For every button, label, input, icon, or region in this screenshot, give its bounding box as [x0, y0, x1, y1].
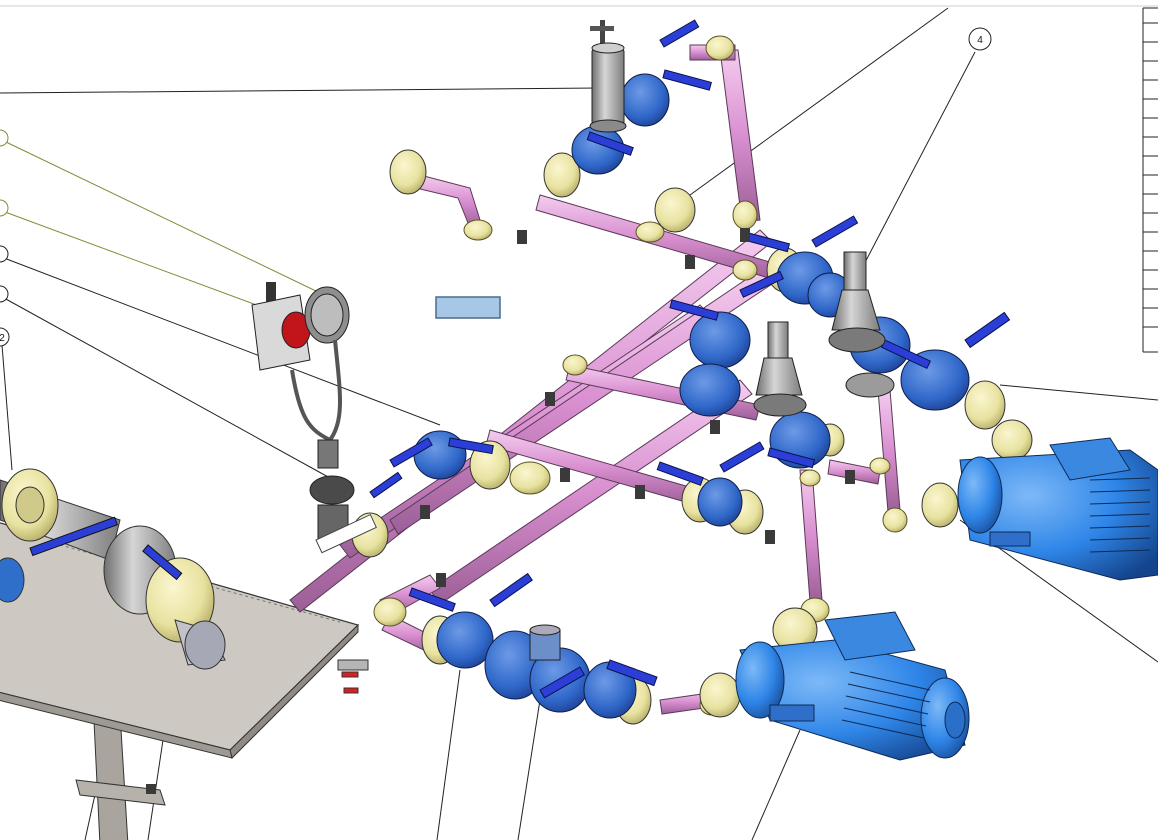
balloon-4-label: 4: [977, 35, 983, 46]
ball-valves: [413, 73, 970, 719]
motor-upper: [957, 437, 1158, 581]
valve-handles: [369, 19, 1011, 699]
pipe-fittings: [373, 35, 908, 716]
relief-valve-right: [828, 251, 895, 398]
strainer: [529, 624, 561, 661]
balloon-2: 2: [0, 327, 10, 347]
balloon-4: 4: [968, 27, 992, 51]
balloon-2-label: 2: [0, 333, 5, 344]
relief-valve-middle: [753, 321, 807, 417]
pressure-gauge-assembly: [251, 282, 377, 554]
pipe-supports: [146, 228, 855, 794]
inlet-assembly: [0, 468, 226, 670]
bom-table: [1142, 7, 1158, 353]
annotation-box: [435, 296, 501, 319]
balloons-partial-left: [0, 129, 9, 303]
motor-lower: [735, 611, 970, 761]
relief-valve-top: [589, 20, 627, 133]
